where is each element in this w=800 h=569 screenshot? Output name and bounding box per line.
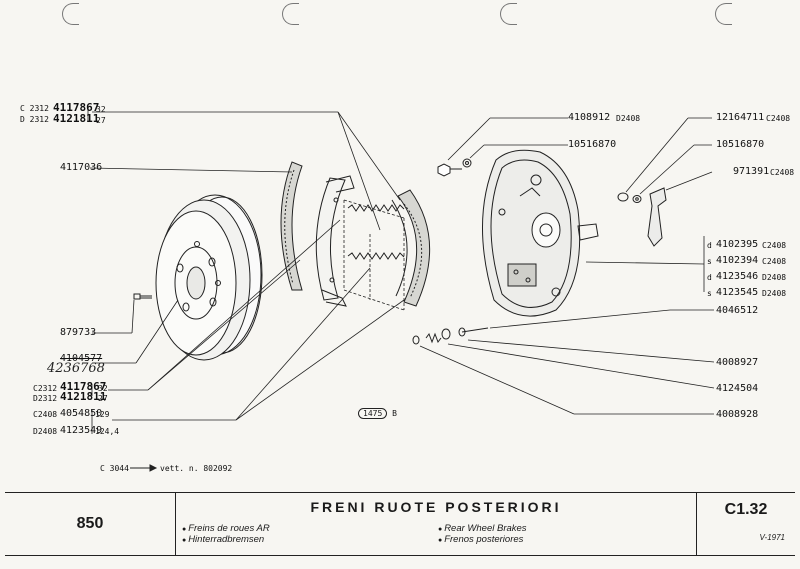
- title-spanish: Frenos posteriores: [438, 534, 523, 546]
- variant-code: D2312: [33, 394, 58, 403]
- page-code: C1.32: [724, 501, 768, 518]
- side-marker: d: [707, 241, 712, 250]
- stamp-ref: 1475: [358, 408, 388, 419]
- title-german: Hinterradbremsen: [182, 534, 264, 546]
- vehicle-number-note: vett. n. 802092: [160, 464, 233, 473]
- quantity: 129: [95, 410, 110, 419]
- quantity: 32: [96, 105, 106, 114]
- catalog-footer: 850 FRENI RUOTE POSTERIORI Freins de rou…: [5, 492, 795, 556]
- brake-drum: [155, 194, 263, 361]
- title-french: Freins de roues AR: [182, 523, 270, 535]
- drawing-reference-stamp: 1475 B: [358, 408, 397, 419]
- quantity: 124,4: [95, 427, 120, 436]
- side-marker: d: [707, 273, 712, 282]
- footer-title-block: FRENI RUOTE POSTERIORI Freins de roues A…: [176, 493, 697, 555]
- bracket: [647, 187, 667, 247]
- variant-code: C2408: [33, 410, 58, 419]
- variant-code: C2312: [33, 384, 58, 393]
- brake-shoe-web: [315, 175, 355, 307]
- part-number: 4008927: [716, 357, 759, 368]
- part-number: 4123545: [716, 287, 759, 298]
- variant-code: D2408: [762, 289, 787, 298]
- part-number: 4117036: [60, 162, 103, 173]
- edition-date: V-1971: [759, 533, 786, 542]
- handwritten-part-number: 4236768: [47, 361, 105, 376]
- title-english: Rear Wheel Brakes: [438, 523, 526, 535]
- part-number: 4121811: [53, 112, 100, 125]
- model-number: 850: [5, 493, 176, 555]
- part-number: 4121811: [60, 390, 107, 403]
- part-number: 12164711: [716, 112, 765, 123]
- variant-code: C 2312: [20, 104, 49, 113]
- quantity: 27: [96, 116, 106, 125]
- variant-code: C2408: [762, 241, 787, 250]
- vett-arrow: [130, 464, 158, 472]
- part-number: 4123546: [716, 271, 759, 282]
- leader-lines: [87, 109, 715, 434]
- variant-code: D 2312: [20, 115, 49, 124]
- part-number: 879733: [60, 327, 97, 338]
- part-number: 10516870: [568, 139, 617, 150]
- return-spring: [347, 204, 405, 260]
- part-number: 4117867: [53, 101, 100, 114]
- variant-code: D2408: [762, 273, 787, 282]
- variant-code: D2408: [33, 427, 58, 436]
- stamp-letter: B: [392, 409, 397, 418]
- binder-hole: [500, 3, 517, 25]
- part-number: 10516870: [716, 139, 765, 150]
- nut-washer-set: [617, 192, 642, 203]
- quantity: 27: [98, 394, 108, 403]
- page-title: FRENI RUOTE POSTERIORI: [310, 499, 562, 515]
- binder-hole: [282, 3, 299, 25]
- part-number-superseded: 4104577: [60, 353, 103, 364]
- plate-screw: [437, 158, 472, 177]
- part-number: 4108912: [568, 112, 611, 123]
- part-number: 4117867: [60, 380, 107, 393]
- label-variant: C 2312: [20, 103, 49, 114]
- hold-down-pin-set: [412, 327, 489, 345]
- part-number: 4102394: [716, 255, 759, 266]
- page-code-block: C1.32 V-1971: [697, 493, 795, 555]
- part-number: 4123549: [60, 425, 103, 436]
- variant-code: C2408: [762, 257, 787, 266]
- part-number: 4054850: [60, 408, 103, 419]
- brake-shoe-right: [391, 189, 431, 307]
- part-number: 971391: [733, 166, 770, 177]
- part-number: 4102395: [716, 239, 759, 250]
- part-number: 4124504: [716, 383, 759, 394]
- part-number: 4046512: [716, 305, 759, 316]
- drum-bolt: [133, 293, 152, 300]
- variant-code: C2408: [766, 114, 791, 123]
- variant-code: C2408: [770, 168, 795, 177]
- quantity: 32: [98, 384, 108, 393]
- side-marker: s: [707, 289, 712, 298]
- binder-hole: [62, 3, 79, 25]
- side-marker: s: [707, 257, 712, 266]
- part-number: 4008928: [716, 409, 759, 420]
- backing-plate: [481, 149, 599, 317]
- binder-hole: [715, 3, 732, 25]
- brake-shoe-lining: [280, 161, 303, 291]
- variant-code: D2408: [616, 114, 641, 123]
- variant-code: C 3044: [100, 464, 129, 473]
